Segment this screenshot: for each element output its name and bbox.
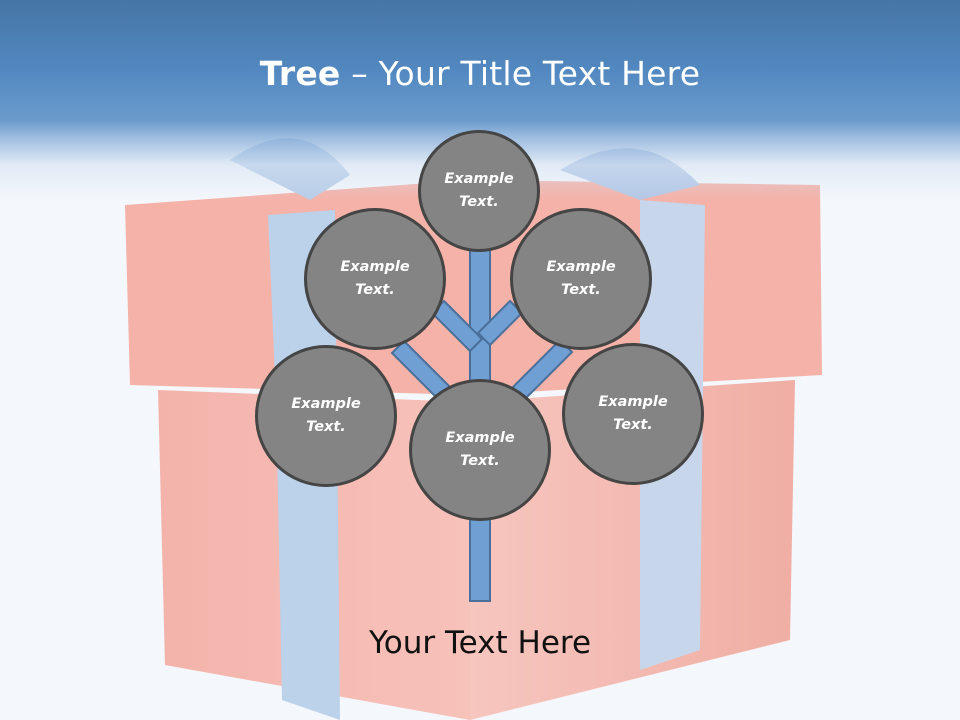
tree-node-lower-right: Example Text.	[562, 343, 704, 485]
node-label: Example Text.	[598, 394, 668, 433]
tree-node-top: Example Text.	[418, 130, 540, 252]
node-label: Example Text.	[546, 259, 616, 298]
node-label: Example Text.	[444, 171, 514, 210]
node-label: Example Text.	[445, 430, 515, 469]
tree-node-lower-left: Example Text.	[255, 345, 397, 487]
slide-caption: Your Text Here	[368, 625, 592, 661]
title-rest: – Your Title Text Here	[340, 54, 701, 93]
tree-node-upper-right: Example Text.	[510, 208, 652, 350]
title-bold: Tree	[259, 54, 341, 93]
tree-node-center: Example Text.	[409, 379, 551, 521]
slide-title: Tree – Your Title Text Here	[0, 52, 960, 96]
node-label: Example Text.	[291, 396, 361, 435]
node-label: Example Text.	[340, 259, 410, 298]
gift-body-right	[470, 380, 795, 720]
tree-node-upper-left: Example Text.	[304, 208, 446, 350]
